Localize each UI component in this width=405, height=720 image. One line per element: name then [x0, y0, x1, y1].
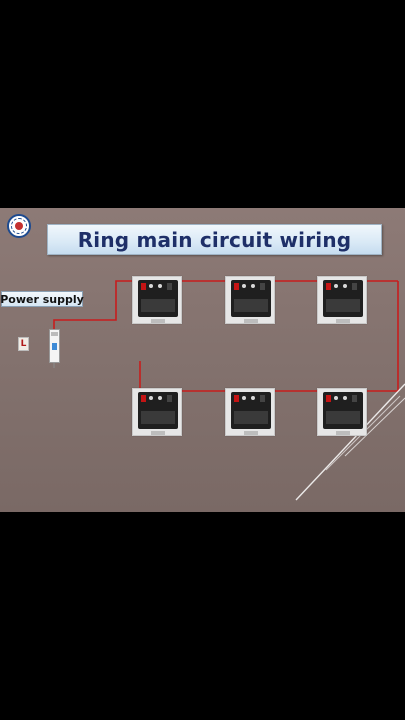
- glare-line: [344, 397, 405, 457]
- socket-outlet-icon: [132, 388, 182, 436]
- circuit-breaker-icon: [49, 329, 60, 363]
- socket-outlet-icon: [225, 276, 275, 324]
- socket-outlet-icon: [132, 276, 182, 324]
- title-banner: Ring main circuit wiring: [47, 224, 382, 255]
- glare-line: [295, 383, 405, 501]
- diagram-canvas: Ring main circuit wiring Power supply L: [0, 208, 405, 512]
- socket-outlet-icon: [317, 276, 367, 324]
- socket-outlet-icon: [225, 388, 275, 436]
- supply-wire: [53, 280, 398, 329]
- line-label: L: [18, 337, 29, 351]
- page-title: Ring main circuit wiring: [77, 227, 352, 252]
- socket-outlet-icon: [317, 388, 367, 436]
- channel-logo-icon[interactable]: [7, 214, 31, 238]
- power-supply-label: Power supply: [0, 291, 84, 307]
